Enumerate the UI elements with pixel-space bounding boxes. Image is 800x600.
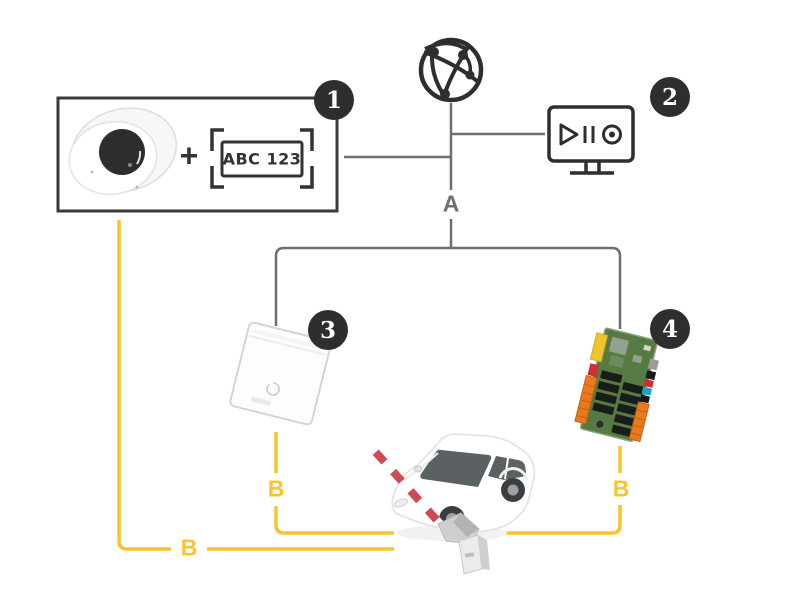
wire-label-b-board: B [612,475,630,502]
relay-circuit-board-icon [574,327,660,443]
barrier-gate-icon [362,437,490,575]
monitor-stand [570,161,614,175]
network-globe-icon [418,37,484,103]
license-plate-icon [210,128,314,189]
network-label-a: A [442,190,460,217]
dome-camera-icon [68,107,178,196]
step-badge-2: 2 [650,77,690,117]
network-lines-a [274,103,622,329]
io-wires-b [117,220,622,551]
io-relay-module-icon [229,321,332,426]
pause-icon [583,126,595,143]
step-badge-1: 1 [314,80,354,120]
wire-label-b-camera: B [180,534,198,561]
step-badge-3: 3 [308,310,348,350]
step-badge-4: 4 [650,309,690,349]
record-icon [602,124,622,145]
video-monitor-icon [547,105,635,175]
play-icon [559,123,579,146]
plus-sign: + [179,137,199,174]
license-plate-text: ABC 123 [222,149,302,169]
wire-label-b-module: B [267,475,285,502]
